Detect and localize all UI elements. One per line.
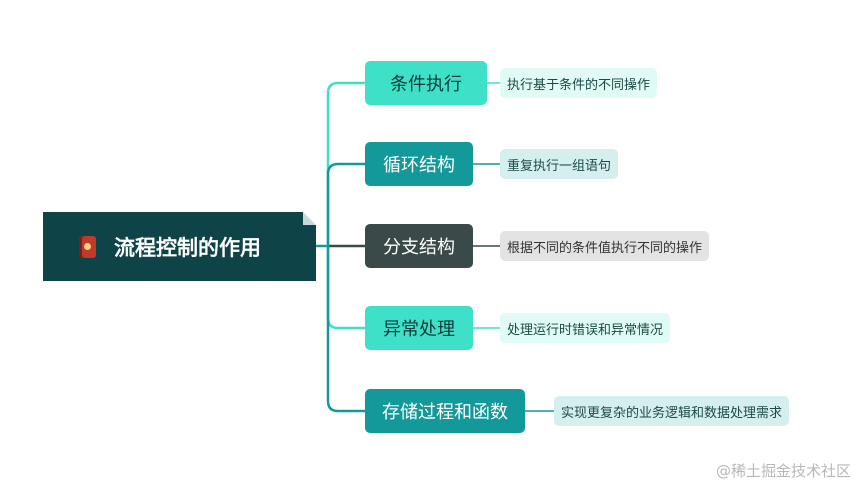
leaf-node-exception[interactable]: 处理运行时错误和异常情况: [500, 313, 671, 343]
branch-node-branching[interactable]: 分支结构: [365, 224, 473, 268]
root-label: 流程控制的作用: [114, 235, 261, 260]
leaf-label: 处理运行时错误和异常情况: [507, 322, 664, 338]
branch-label: 存储过程和函数: [382, 402, 508, 423]
branch-label: 条件执行: [390, 74, 462, 95]
leaf-node-loop[interactable]: 重复执行一组语句: [500, 149, 619, 179]
leaf-label: 根据不同的条件值执行不同的操作: [507, 240, 703, 256]
branch-label: 分支结构: [383, 237, 455, 258]
branch-connector: [326, 162, 367, 248]
leaf-node-branching[interactable]: 根据不同的条件值执行不同的操作: [500, 231, 710, 261]
branch-connector: [326, 81, 367, 248]
branch-node-exception[interactable]: 异常处理: [365, 306, 473, 350]
branch-label: 异常处理: [383, 319, 455, 340]
notebook-icon: [79, 235, 96, 258]
branch-label: 循环结构: [383, 155, 455, 176]
branch-connector: [326, 244, 367, 330]
leaf-node-procedure[interactable]: 实现更复杂的业务逻辑和数据处理需求: [554, 396, 790, 426]
corner-fold: [303, 212, 316, 225]
branch-node-loop[interactable]: 循环结构: [365, 142, 473, 186]
root-node[interactable]: 流程控制的作用: [43, 212, 316, 281]
leaf-label: 执行基于条件的不同操作: [507, 77, 651, 93]
branch-connector: [326, 244, 367, 413]
watermark: @稀土掘金技术社区: [715, 462, 851, 480]
leaf-label: 实现更复杂的业务逻辑和数据处理需求: [561, 405, 783, 421]
leaf-node-conditional[interactable]: 执行基于条件的不同操作: [500, 68, 658, 98]
leaf-label: 重复执行一组语句: [507, 158, 612, 174]
branch-node-conditional[interactable]: 条件执行: [365, 61, 487, 105]
branch-node-procedure[interactable]: 存储过程和函数: [365, 389, 525, 433]
